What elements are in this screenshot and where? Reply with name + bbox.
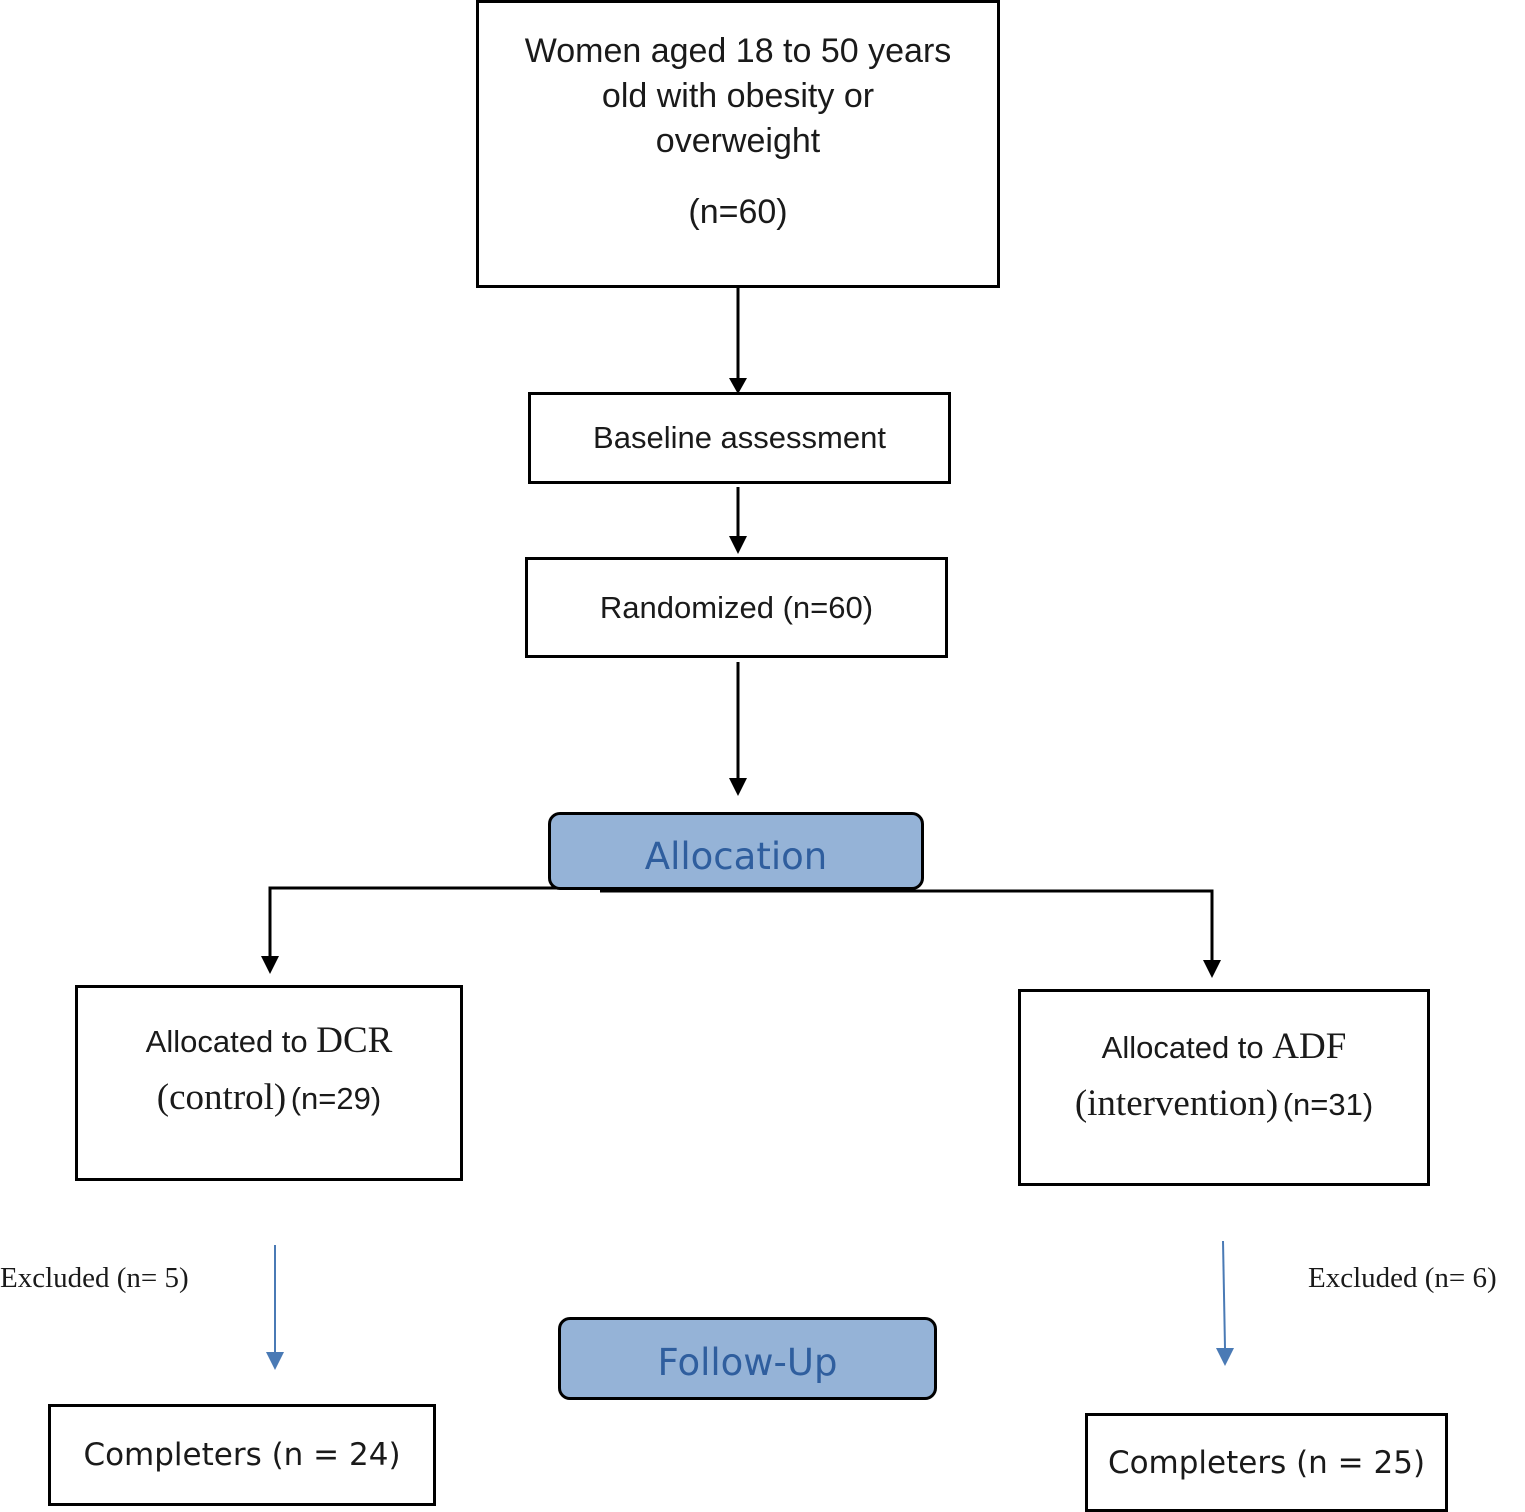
adf-role-line: (intervention) (n=31) [1075,1079,1373,1136]
completers-adf-label: Completers (n = 25) [1107,1444,1426,1481]
dcr-excluded-label: Excluded (n= 5) [0,1262,189,1294]
arrow-allocation-to-adf [600,889,1221,978]
population-line-3: overweight [655,122,821,160]
arrow-dcr-to-completers [266,1245,284,1370]
follow-up-stage-label: Follow-Up [558,1317,937,1400]
population-line-2: old with obesity or [601,77,875,115]
arrow-adf-to-completers [1216,1240,1234,1366]
completers-dcr-label: Completers (n = 24) [83,1437,401,1473]
baseline-assessment-box: Baseline assessment [528,392,951,484]
allocated-dcr-box: Allocated to DCR (control) (n=29) [75,985,463,1181]
dcr-allocated-prefix: Allocated to [145,1024,317,1059]
population-count: (n=60) [688,193,788,231]
completers-dcr-box: Completers (n = 24) [48,1404,436,1506]
dcr-count: (n=29) [290,1081,382,1116]
completers-adf-box: Completers (n = 25) [1085,1413,1448,1512]
dcr-allocated-line: Allocated to DCR [146,1016,393,1073]
allocation-stage-label: Allocation [548,812,924,890]
adf-group-name: ADF [1272,1026,1347,1067]
follow-up-text: Follow-Up [657,1341,838,1384]
adf-excluded-label: Excluded (n= 6) [1308,1262,1497,1294]
adf-role: (intervention) [1074,1083,1279,1124]
dcr-role: (control) [156,1077,287,1118]
adf-allocated-prefix: Allocated to [1101,1030,1273,1065]
adf-count: (n=31) [1282,1087,1374,1122]
adf-allocated-line: Allocated to ADF [1102,1022,1347,1079]
randomized-label: Randomized (n=60) [599,589,874,625]
arrow-baseline-to-randomized [729,487,747,554]
arrow-population-to-baseline [729,288,747,394]
arrow-allocation-to-dcr [261,886,600,974]
arrow-randomized-to-allocation [729,662,747,796]
dcr-role-line: (control) (n=29) [157,1073,381,1130]
population-box: Women aged 18 to 50 years old with obesi… [476,0,1000,288]
allocation-text: Allocation [644,834,828,878]
baseline-label: Baseline assessment [593,420,886,455]
dcr-group-name: DCR [316,1020,393,1061]
allocated-adf-box: Allocated to ADF (intervention) (n=31) [1018,989,1430,1186]
population-line-1: Women aged 18 to 50 years [524,32,952,70]
randomized-box: Randomized (n=60) [525,557,948,658]
